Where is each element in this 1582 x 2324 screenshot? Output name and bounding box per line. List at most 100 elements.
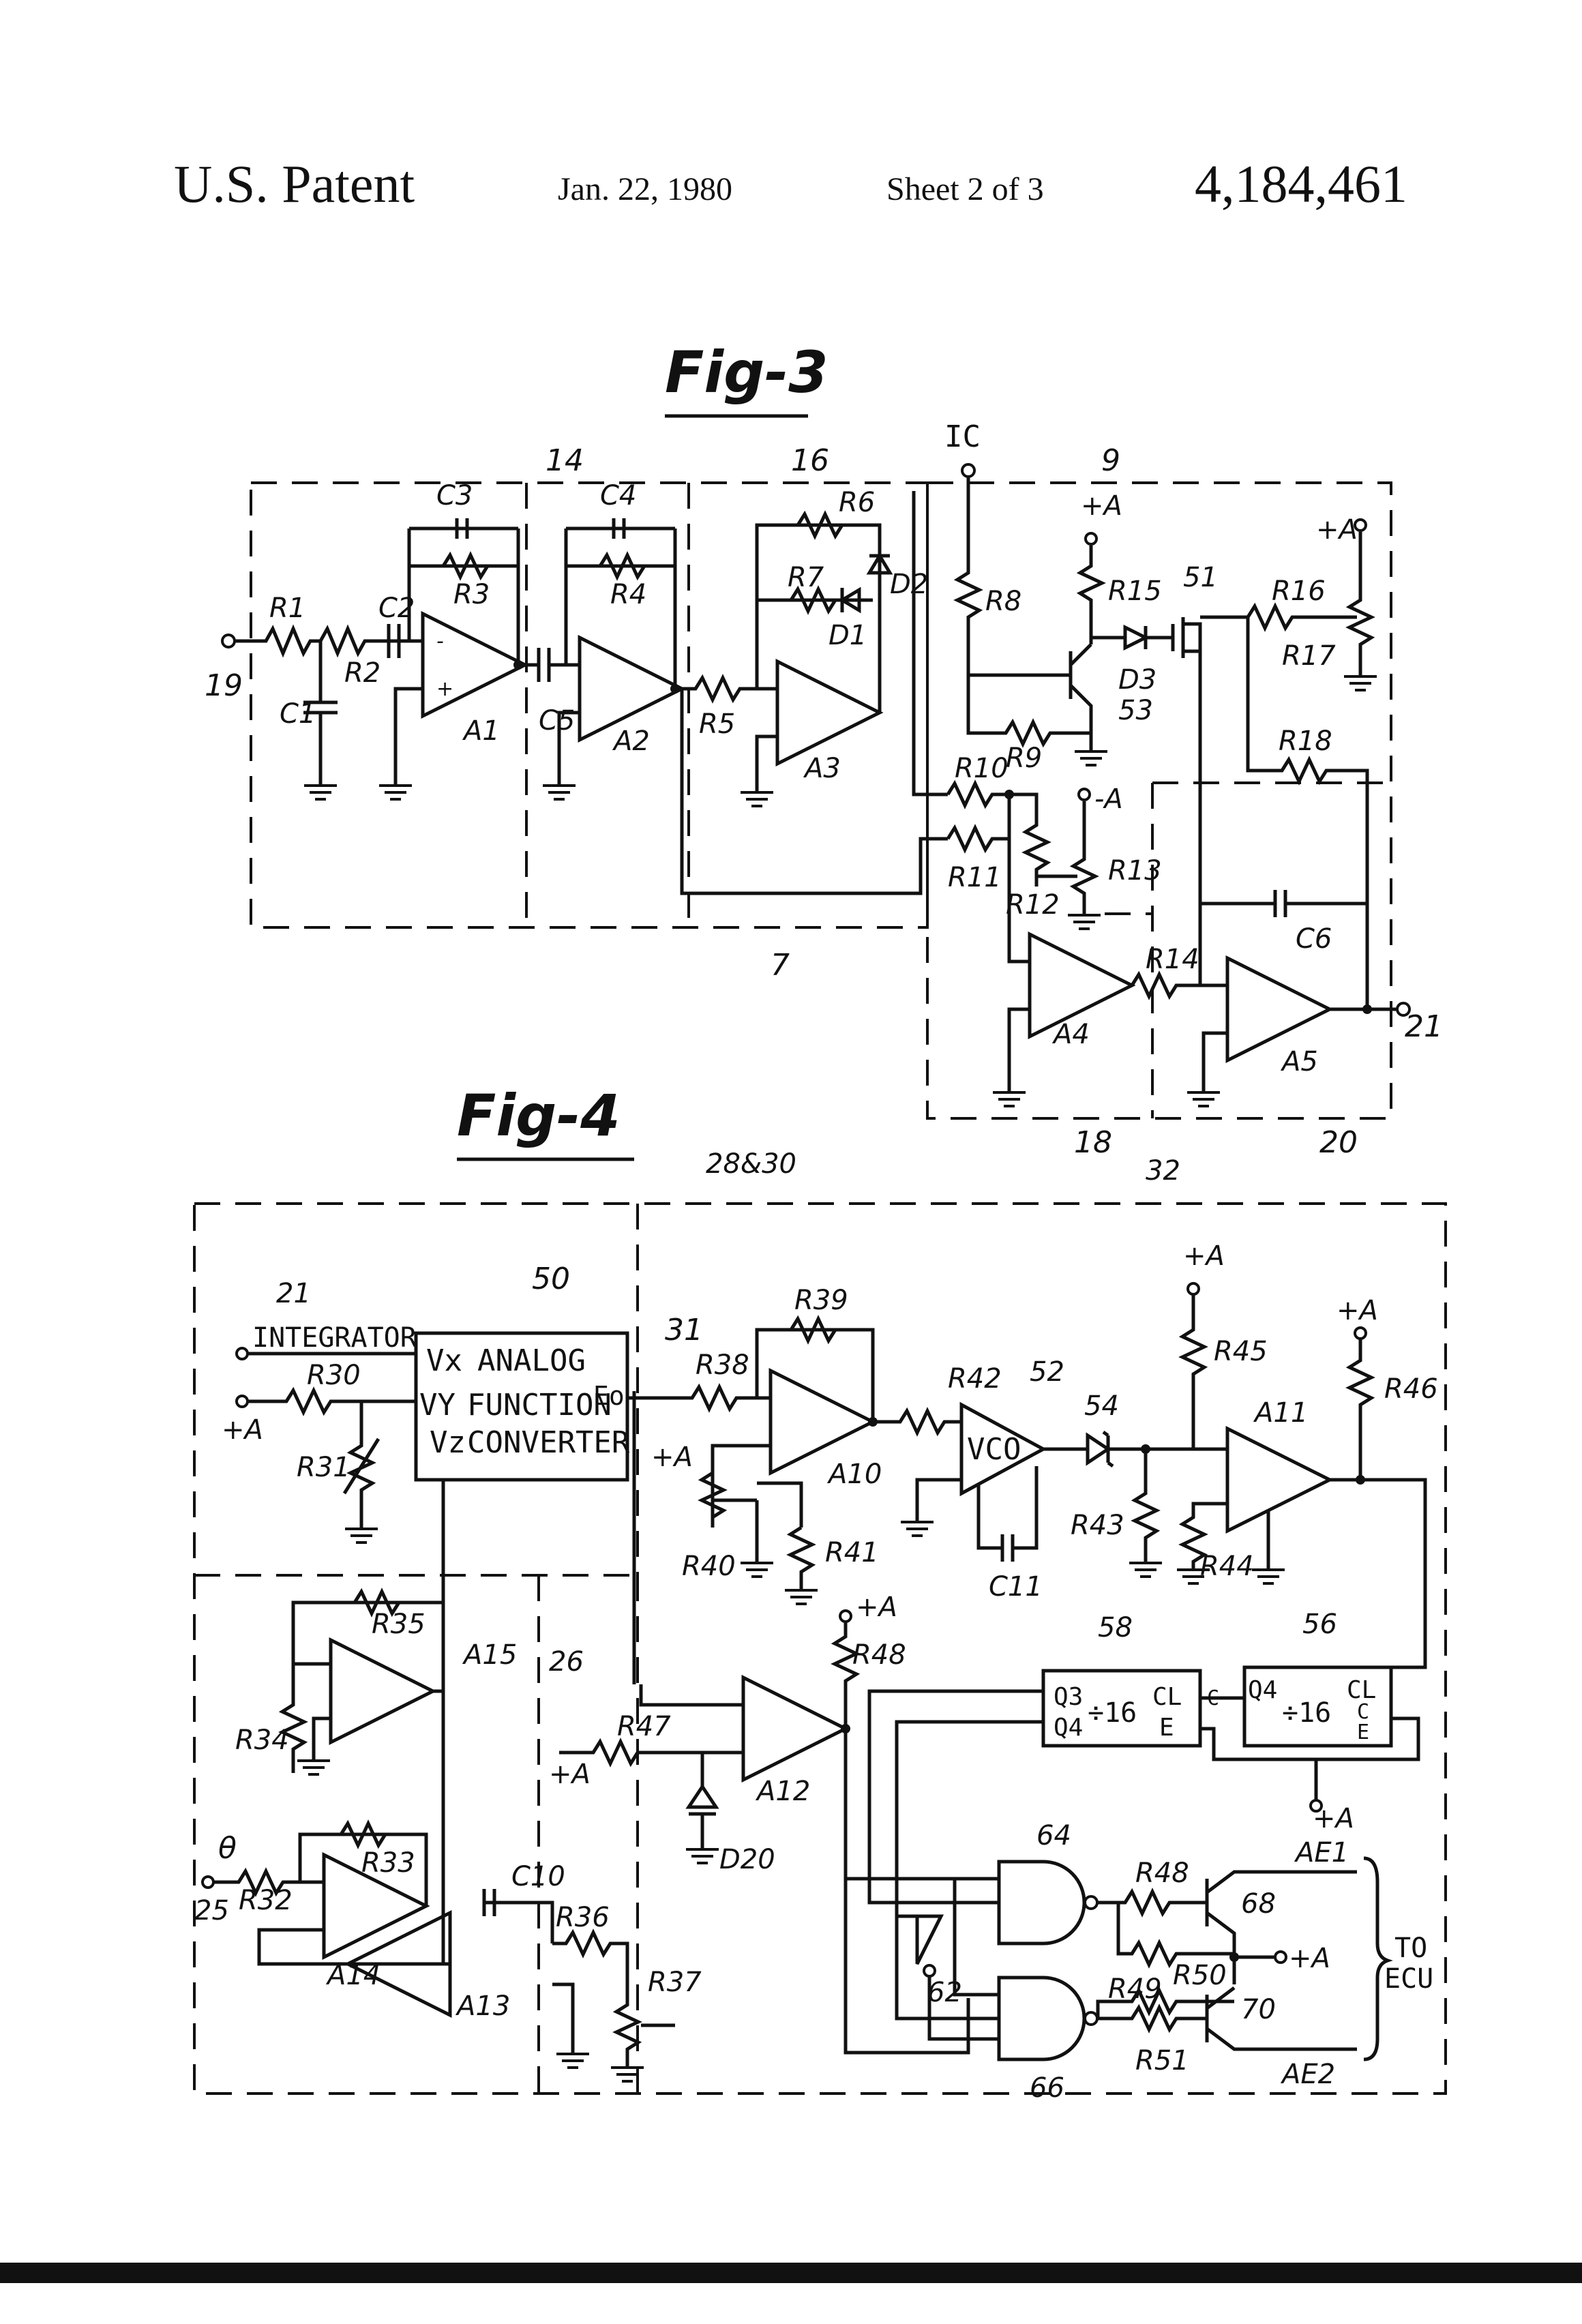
- label-a3: A3: [803, 753, 841, 784]
- label-r2: R2: [344, 657, 380, 689]
- block-14-outline: [251, 483, 927, 927]
- label-a10: A10: [826, 1459, 882, 1490]
- label-c11: C11: [989, 1571, 1043, 1603]
- counter58-div: ÷16: [1088, 1697, 1137, 1729]
- label-out-supply: +A: [1289, 1943, 1330, 1974]
- label-to: TO: [1394, 1933, 1427, 1964]
- label-r45-supply: +A: [1183, 1240, 1225, 1272]
- label-r30-supply: +A: [222, 1414, 263, 1446]
- ref-16: 16: [791, 443, 829, 478]
- transistor-70: [1098, 1988, 1357, 2049]
- ref-68: 68: [1241, 1888, 1276, 1920]
- label-r48b: R48: [1135, 1858, 1189, 1889]
- pos-supply-terminal: [1086, 533, 1096, 544]
- ref-9: 9: [1101, 443, 1120, 478]
- label-ae2: AE2: [1280, 2059, 1335, 2090]
- neg-supply-terminal: [1079, 789, 1090, 800]
- label-c5: C5: [539, 705, 575, 736]
- ref-20: 20: [1319, 1125, 1358, 1160]
- ref-25: 25: [194, 1895, 229, 1926]
- label-r7: R7: [788, 562, 824, 593]
- label-r38: R38: [696, 1350, 749, 1381]
- a3-ground: [757, 736, 777, 791]
- label-r46: R46: [1384, 1373, 1438, 1405]
- ref-50: 50: [532, 1262, 570, 1296]
- label-counter-supply: +A: [1313, 1803, 1354, 1834]
- page-bottom-border: [0, 2263, 1582, 2283]
- ref-21: 21: [1405, 1009, 1443, 1044]
- ref-58: 58: [1098, 1612, 1133, 1643]
- label-r50: R50: [1173, 1960, 1227, 1991]
- label-r33: R33: [361, 1847, 415, 1879]
- label-neg-supply: -A: [1094, 784, 1123, 815]
- inverter-62: [917, 1916, 941, 1964]
- counter58-q3: Q3: [1054, 1683, 1083, 1711]
- label-c1: C1: [280, 698, 316, 730]
- label-a12: A12: [755, 1776, 810, 1807]
- label-r15: R15: [1108, 576, 1162, 607]
- label-r31: R31: [297, 1452, 350, 1483]
- diode-d20: [689, 1787, 716, 1848]
- theta-label: θ: [218, 1831, 237, 1866]
- label-r3: R3: [453, 579, 490, 610]
- label-a5: A5: [1280, 1046, 1318, 1077]
- label-d3: D3: [1118, 664, 1156, 696]
- label-r45: R45: [1214, 1336, 1268, 1367]
- label-c10: C10: [511, 1861, 565, 1892]
- label-r16: R16: [1272, 576, 1326, 607]
- vco-wires: [917, 1466, 1036, 1562]
- label-r4: R4: [610, 579, 646, 610]
- ref-70: 70: [1241, 1994, 1276, 2025]
- resistor-r45: [1182, 1294, 1204, 1449]
- converter-eo: Eo: [593, 1381, 625, 1411]
- counter56-e: E: [1357, 1720, 1369, 1744]
- counter56-div: ÷16: [1282, 1697, 1331, 1729]
- ref-32: 32: [1146, 1155, 1180, 1187]
- ref-21-fig4: 21: [276, 1278, 311, 1309]
- label-r51: R51: [1135, 2045, 1189, 2076]
- label-r43: R43: [1071, 1510, 1124, 1541]
- label-a4: A4: [1051, 1019, 1090, 1050]
- resistor-r13: [1073, 801, 1095, 914]
- resistor-r1-r2: [235, 629, 389, 653]
- ref-56: 56: [1302, 1609, 1337, 1640]
- label-r9: R9: [1006, 743, 1042, 774]
- label-r44: R44: [1200, 1551, 1254, 1582]
- a1-minus: -: [436, 629, 444, 653]
- label-d2: D2: [890, 569, 928, 600]
- figure-4: Fig-4 28&30 32 26 Vx ANALOG VY FUNCTION …: [194, 1082, 1446, 2104]
- label-r18: R18: [1279, 726, 1332, 757]
- label-r39: R39: [794, 1285, 848, 1316]
- label-ic: IC: [944, 419, 981, 454]
- counter58-cl: CL: [1152, 1683, 1182, 1711]
- input-terminal-19: [222, 635, 235, 647]
- ref-51: 51: [1183, 562, 1218, 593]
- label-r17: R17: [1282, 640, 1336, 672]
- figure-3: Fig-3 14 16 9 7 18 20 19 21 R1 R2 C1 C2 …: [205, 339, 1443, 1160]
- label-a13: A13: [455, 1991, 510, 2022]
- resistor-r30: [248, 1390, 416, 1412]
- resistor-r17: [1349, 532, 1371, 675]
- ref-18: 18: [1074, 1125, 1112, 1160]
- label-a11: A11: [1253, 1397, 1308, 1429]
- label-a2: A2: [612, 726, 650, 757]
- converter-line2: FUNCTION: [467, 1388, 612, 1422]
- supply-r30-terminal: [237, 1396, 248, 1407]
- ref-7: 7: [771, 948, 790, 983]
- resistor-r15: [1080, 546, 1102, 644]
- label-ecu: ECU: [1384, 1963, 1433, 1995]
- vco-label: VCO: [967, 1432, 1021, 1467]
- ref-52: 52: [1030, 1356, 1064, 1388]
- label-c4: C4: [600, 480, 636, 511]
- label-a1: A1: [462, 715, 500, 747]
- resistor-r43: [1135, 1449, 1156, 1562]
- supply-out-terminal: [1275, 1952, 1286, 1963]
- nand-gate-64: [999, 1862, 1084, 1943]
- converter-line1: ANALOG: [477, 1343, 586, 1378]
- integrator-terminal: [237, 1348, 248, 1359]
- supply-r46-terminal: [1355, 1328, 1366, 1339]
- ref-31: 31: [665, 1313, 703, 1347]
- label-r1: R1: [269, 593, 305, 624]
- resistor-r42: [873, 1411, 961, 1433]
